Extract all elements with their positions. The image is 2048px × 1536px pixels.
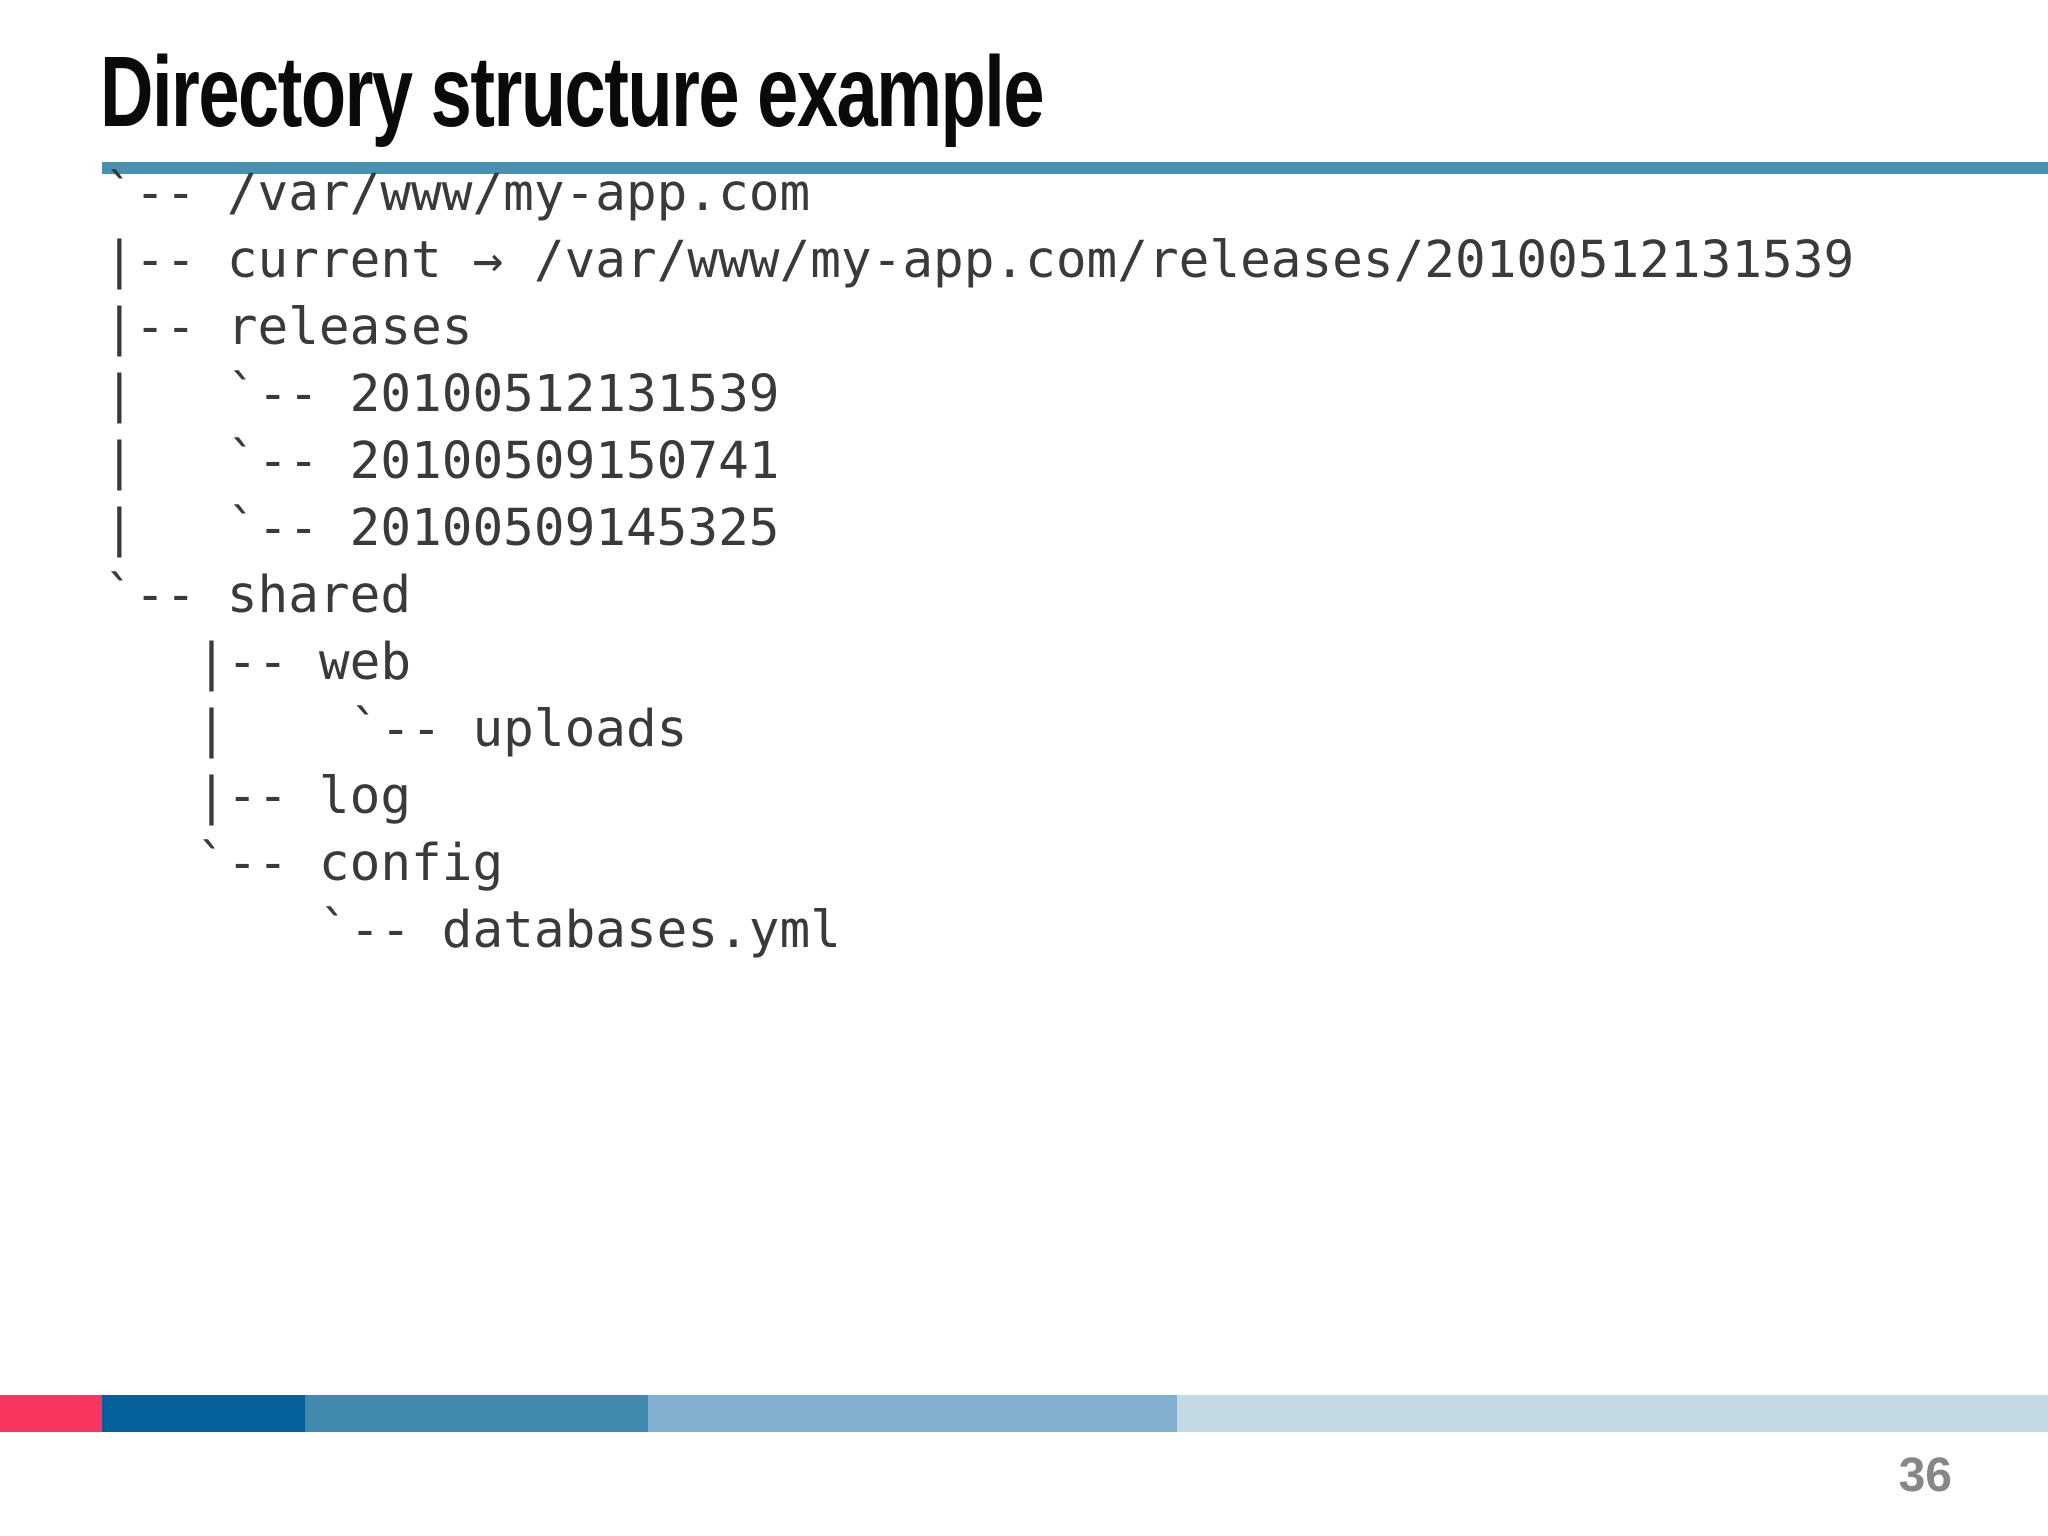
footer-stripe-segment-medium-blue xyxy=(305,1395,648,1432)
directory-tree-text: `-- /var/www/my-app.com |-- current → /v… xyxy=(104,164,1855,960)
footer-stripe-segment-pink xyxy=(0,1395,102,1432)
page-title: Directory structure example xyxy=(100,36,1044,148)
page-number: 36 xyxy=(1898,1449,1952,1502)
footer-stripe-segment-pale-blue xyxy=(1177,1395,2048,1432)
footer-stripe xyxy=(0,1395,2048,1432)
title-underline-rule xyxy=(102,162,2048,174)
footer-stripe-segment-dark-blue xyxy=(102,1395,305,1432)
footer-stripe-segment-light-blue xyxy=(648,1395,1177,1432)
